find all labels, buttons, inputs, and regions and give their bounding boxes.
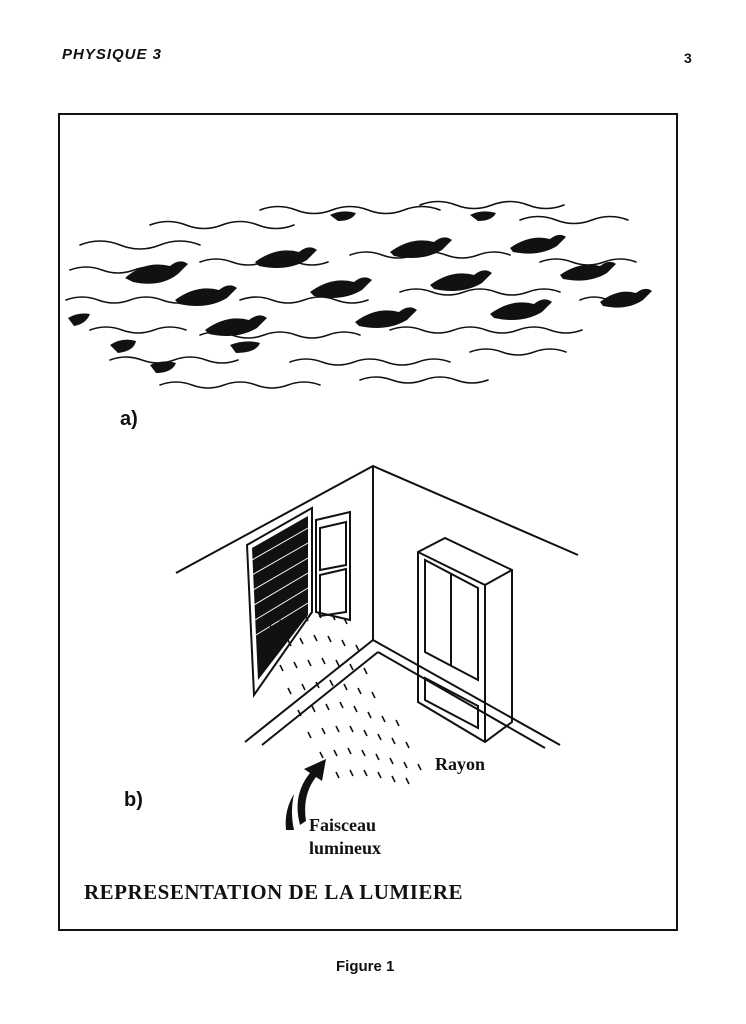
- sea-lions-group: [68, 211, 652, 373]
- beam-label-line2: lumineux: [309, 838, 382, 858]
- room-walls: [175, 464, 579, 749]
- page-number: 3: [684, 50, 692, 66]
- figure-title: REPRESENTATION DE LA LUMIERE: [84, 880, 464, 904]
- shutter-slats: [251, 527, 309, 636]
- beam-label-line1: Faisceau: [309, 815, 376, 835]
- page-header-title: PHYSIQUE 3: [62, 46, 163, 63]
- beam-label: Faisceau lumineux: [309, 814, 381, 860]
- light-beam-dashes: [269, 611, 422, 785]
- figure-frame: [58, 113, 678, 931]
- panel-a-label: a): [120, 408, 138, 430]
- window-shutters: [252, 516, 308, 680]
- ray-label: Rayon: [435, 754, 486, 774]
- panel-b-label: b): [124, 789, 143, 811]
- wardrobe: [417, 536, 513, 744]
- beam-arrow: [285, 759, 326, 830]
- figure-caption: Figure 1: [336, 958, 395, 975]
- window: [245, 506, 351, 698]
